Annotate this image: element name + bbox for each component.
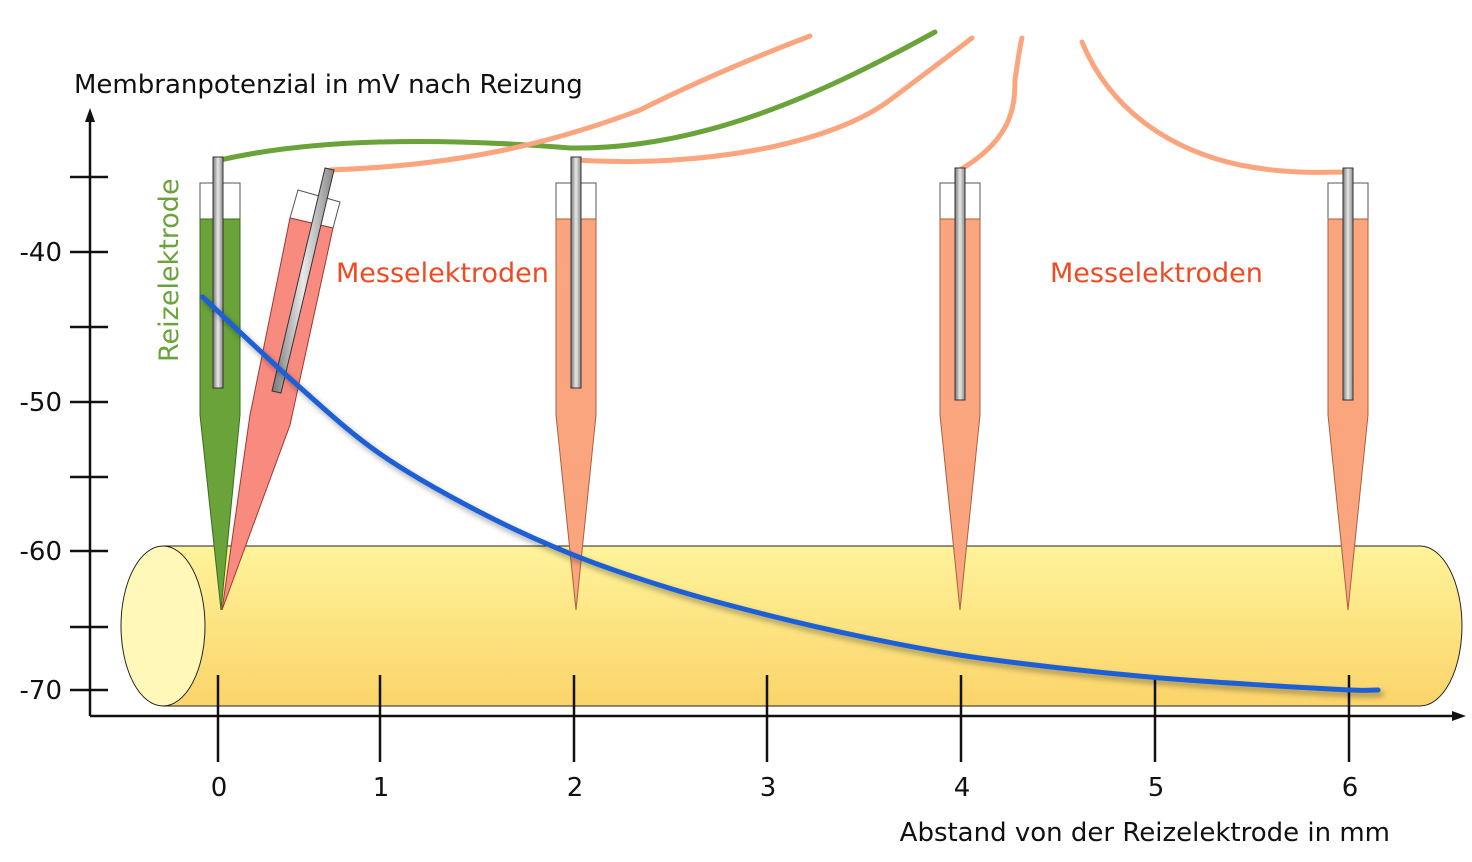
y-tick-label: -40 [20,238,62,268]
measuring-electrode-1 [555,156,597,611]
y-axis-arrow [85,108,95,122]
measure-wire-6 [1079,39,1351,175]
x-tick-label: 0 [211,773,228,803]
axon-cylinder [120,545,1463,707]
x-axis-label: Abstand von der Reizelektrode in mm [900,818,1390,848]
stimulus-electrode [199,156,241,611]
x-tick-label: 4 [954,773,971,803]
measuring-electrodes-label-right: Messelektroden [1050,258,1263,289]
measuring-electrode-2 [939,167,981,611]
stimulus-wire [217,29,938,163]
measure-wire-4 [957,35,1025,173]
x-tick-label: 3 [760,773,777,803]
measuring-electrode-3 [1327,167,1369,611]
y-ticks: -40 -50 -60 -70 [20,175,108,706]
measure-wire-2 [572,35,975,165]
measuring-electrodes [555,156,1369,611]
y-tick-label: -50 [20,388,62,418]
y-tick-label: -70 [20,676,62,706]
measuring-electrodes-label-left: Messelektroden [336,258,549,289]
x-tick-label: 6 [1342,773,1359,803]
measuring-electrode-0 [221,167,341,611]
potential-curve [199,294,1381,693]
measure-wire-1 [327,33,813,173]
y-axis-label: Membranpotenzial in mV nach Reizung [74,70,583,100]
axes [85,108,1466,721]
x-axis-arrow [1452,711,1466,721]
x-tick-label: 1 [373,773,390,803]
x-tick-label: 2 [567,773,584,803]
wires [217,29,1351,175]
x-ticks: 0 1 2 3 4 5 6 [211,675,1359,803]
x-tick-label: 5 [1148,773,1165,803]
y-tick-label: -60 [20,537,62,567]
stimulus-electrode-label: Reizelektrode [154,178,185,362]
